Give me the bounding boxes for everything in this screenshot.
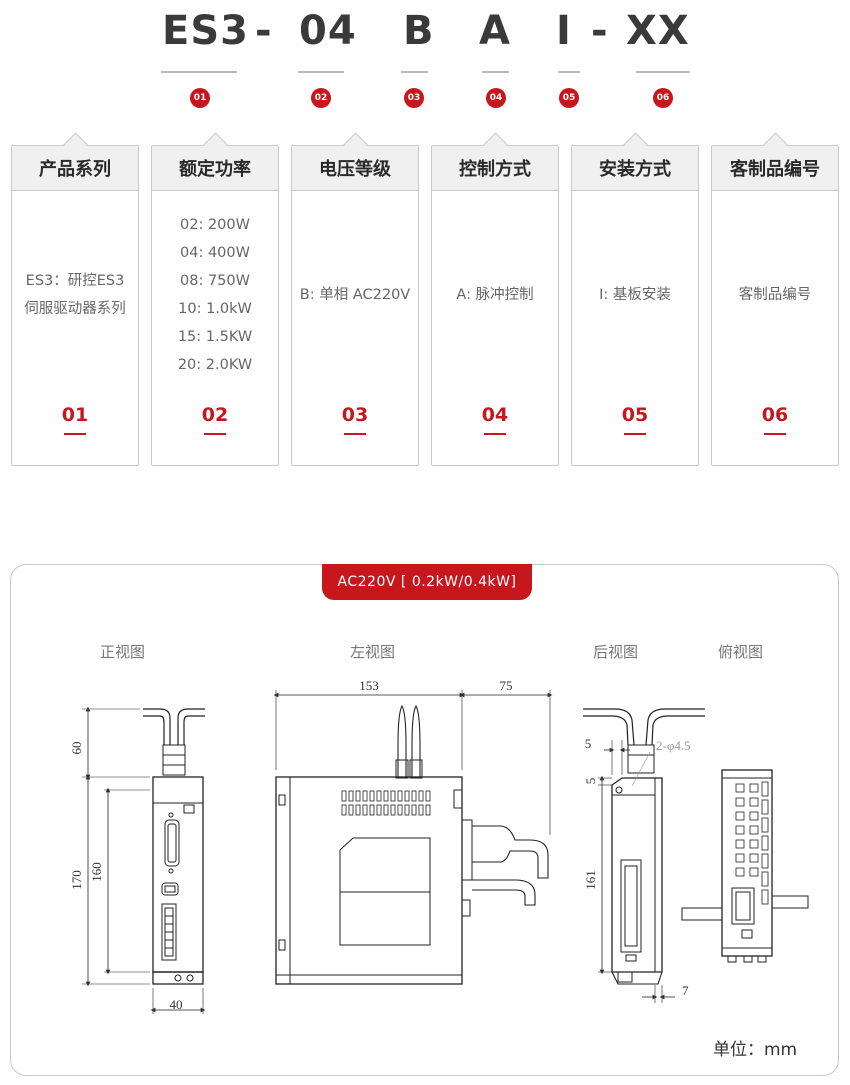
- card-body: B: 单相 AC220V: [292, 190, 418, 400]
- panel-tab-title: AC220V [ 0.2kW/0.4kW]: [322, 564, 532, 600]
- card-control: 控制方式 A: 脉冲控制 04: [431, 132, 559, 466]
- view-label-front: 正视图: [100, 643, 146, 661]
- card-body: 客制品编号: [712, 190, 838, 400]
- card-number: 02: [201, 404, 229, 426]
- code-power: 04: [299, 8, 357, 54]
- card-line: 10: 1.0kW: [178, 301, 252, 317]
- code-badge: 02: [311, 88, 331, 108]
- code-control: A: [479, 8, 511, 54]
- card-line: B: 单相 AC220V: [299, 287, 411, 303]
- code-custom: XX: [626, 8, 690, 54]
- card-line: 02: 200W: [180, 217, 250, 233]
- rear-view: [583, 708, 705, 1003]
- card-number-underline: [204, 433, 226, 435]
- code-mount: I: [556, 8, 572, 54]
- code-underline: [558, 71, 580, 73]
- code-underline: [161, 71, 237, 73]
- card-title: 安装方式: [572, 146, 698, 191]
- view-label-left: 左视图: [350, 643, 396, 661]
- card-line: 04: 400W: [180, 245, 250, 261]
- left-view: [273, 690, 553, 985]
- dim-rear-hole: 2-φ4.5: [656, 738, 691, 753]
- dim-left-cable: 75: [500, 678, 513, 693]
- dim-front-width: 40: [170, 997, 183, 1012]
- code-underline: [401, 71, 428, 73]
- card-number: 06: [761, 404, 789, 426]
- top-view: [681, 769, 809, 963]
- code-badge: 05: [559, 88, 579, 108]
- code-voltage: B: [403, 8, 435, 54]
- dimension-panel: [10, 564, 839, 1076]
- dim-rear-top: 5: [583, 778, 598, 785]
- code-badge: 03: [404, 88, 424, 108]
- card-title: 控制方式: [432, 146, 558, 191]
- card-mount: 安装方式 I: 基板安装 05: [571, 132, 699, 466]
- dim-left-depth: 153: [359, 678, 379, 693]
- code-badge: 04: [486, 88, 506, 108]
- code-underline: [298, 71, 344, 73]
- unit-label: 单位：mm: [713, 1040, 798, 1060]
- dim-rear-offset: 5: [585, 736, 592, 751]
- dim-rear-height: 161: [583, 870, 598, 890]
- card-line: 客制品编号: [738, 287, 812, 303]
- card-number-underline: [484, 433, 506, 435]
- card-title: 产品系列: [12, 146, 138, 191]
- card-number-underline: [64, 433, 86, 435]
- view-label-top: 俯视图: [718, 643, 764, 661]
- card-number: 01: [61, 404, 89, 426]
- card-number-underline: [764, 433, 786, 435]
- code-underline: [482, 71, 509, 73]
- card-line: 08: 750W: [180, 273, 250, 289]
- front-view: [82, 706, 206, 1014]
- dim-rear-bottom: 7: [682, 983, 689, 998]
- card-title: 客制品编号: [712, 146, 838, 191]
- card-number: 05: [621, 404, 649, 426]
- dim-front-cable: 60: [69, 742, 84, 755]
- view-label-rear: 后视图: [593, 643, 639, 661]
- card-body: 02: 200W 04: 400W 08: 750W 10: 1.0kW 15:…: [152, 190, 278, 400]
- code-badge: 06: [653, 88, 673, 108]
- card-title: 电压等级: [292, 146, 418, 191]
- card-body: A: 脉冲控制: [432, 190, 558, 400]
- card-body: ES3：研控ES3 伺服驱动器系列: [12, 190, 138, 400]
- code-badge: 01: [190, 88, 210, 108]
- card-number-underline: [624, 433, 646, 435]
- card-series: 产品系列 ES3：研控ES3 伺服驱动器系列 01: [11, 132, 139, 466]
- card-line: ES3：研控ES3: [25, 273, 125, 289]
- card-body: I: 基板安装: [572, 190, 698, 400]
- code-series: ES3: [162, 8, 249, 54]
- code-underline: [636, 71, 690, 73]
- card-line: I: 基板安装: [599, 287, 671, 303]
- dim-front-body: 160: [89, 862, 104, 882]
- card-power: 额定功率 02: 200W 04: 400W 08: 750W 10: 1.0k…: [151, 132, 279, 466]
- code-dash: -: [255, 8, 272, 54]
- card-number-underline: [344, 433, 366, 435]
- card-line: A: 脉冲控制: [456, 287, 534, 303]
- card-custom: 客制品编号 客制品编号 06: [711, 132, 839, 466]
- card-voltage: 电压等级 B: 单相 AC220V 03: [291, 132, 419, 466]
- code-dash: -: [591, 8, 608, 54]
- card-line: 20: 2.0KW: [177, 357, 253, 373]
- card-title: 额定功率: [152, 146, 278, 191]
- card-number: 04: [481, 404, 509, 426]
- card-line: 15: 1.5KW: [177, 329, 253, 345]
- card-number: 03: [341, 404, 369, 426]
- dim-front-total: 170: [69, 870, 84, 890]
- card-line: 伺服驱动器系列: [24, 301, 126, 317]
